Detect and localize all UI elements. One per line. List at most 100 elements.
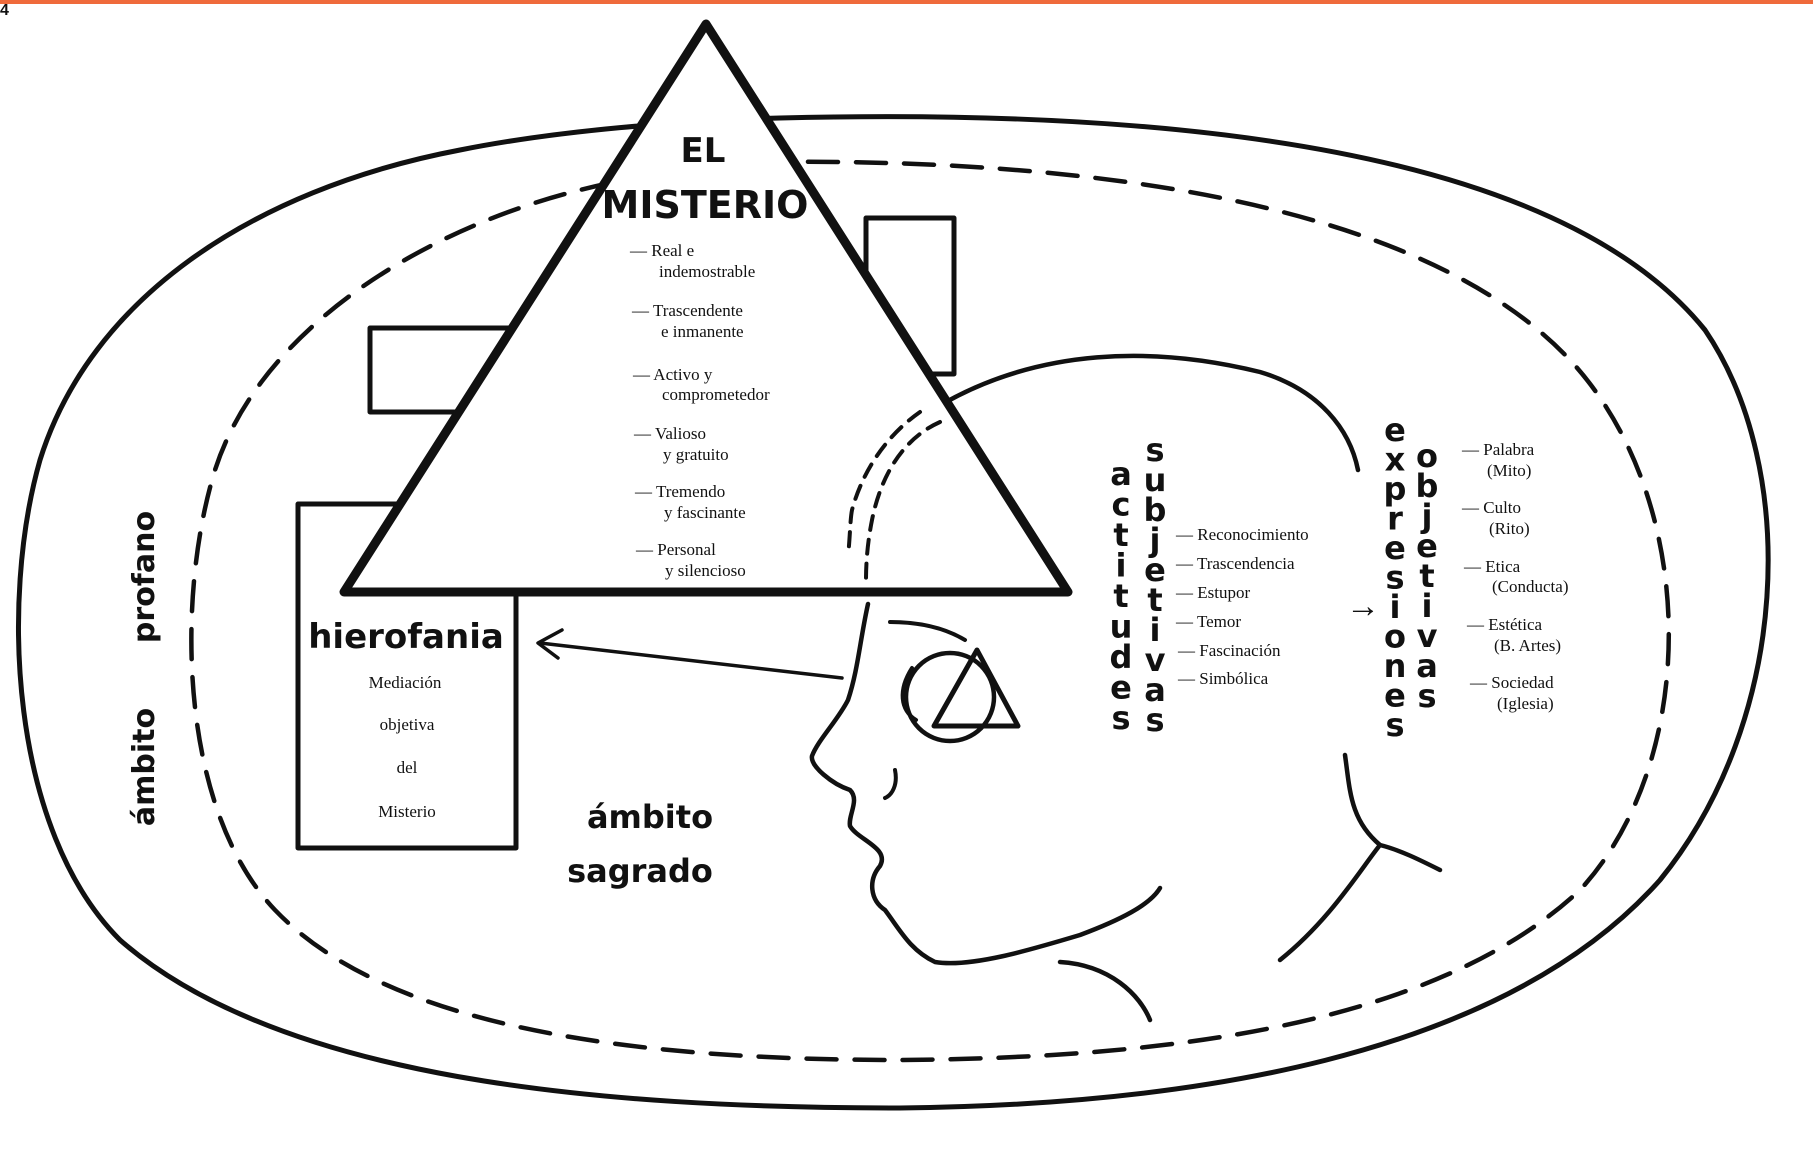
face-profile xyxy=(809,601,1163,966)
vertical-letter: s xyxy=(1145,701,1164,739)
vertical-letter: c xyxy=(1112,486,1131,524)
attitudes-list: — Reconocimiento — Trascendencia — Estup… xyxy=(1175,525,1309,688)
hierophany-line2: objetiva xyxy=(380,715,435,734)
vertical-letter: s xyxy=(1145,431,1164,469)
attr-5-line2: y fascinante xyxy=(664,503,746,522)
eye-circle xyxy=(903,650,997,744)
vertical-letter: u xyxy=(1144,461,1167,499)
eye-triangle xyxy=(931,647,1021,729)
inner-dashed-oval xyxy=(189,159,1671,1063)
vertical-letter: e xyxy=(1384,677,1406,715)
profane-label-word1: ámbito xyxy=(127,708,162,826)
attr-6-line1: — Personal xyxy=(635,540,716,559)
vertical-letter: s xyxy=(1385,706,1404,744)
gaze-arrow-line xyxy=(538,641,844,680)
vertical-letter: a xyxy=(1110,455,1132,493)
attr-6-line2: y silencioso xyxy=(665,561,746,580)
vertical-letter: i xyxy=(1150,611,1161,649)
mystery-triangle xyxy=(339,19,1073,597)
expression-item-line1: — Etica xyxy=(1463,557,1521,576)
vertical-letter: v xyxy=(1145,641,1166,679)
arrow-to-expressions: → xyxy=(1346,588,1380,625)
gaze-arrow-head xyxy=(536,628,564,660)
expression-item-line1: — Culto xyxy=(1461,498,1521,517)
hierophany-line4: Misterio xyxy=(378,802,436,821)
vertical-letter: j xyxy=(1148,521,1161,559)
vertical-letter: x xyxy=(1385,441,1406,479)
sacred-label-word1: ámbito xyxy=(587,798,713,836)
neck-line xyxy=(1377,842,1443,873)
skull-dashed-1 xyxy=(864,420,942,582)
hierophany-line1: Mediación xyxy=(369,673,442,692)
attr-3-line1: — Activo y xyxy=(632,365,713,384)
vertical-letter: e xyxy=(1384,529,1406,567)
attr-1-line1: — Real e xyxy=(629,241,694,260)
vertical-letter: s xyxy=(1111,699,1130,737)
vertical-letter: e xyxy=(1144,551,1166,589)
vertical-letter: t xyxy=(1113,516,1128,554)
vertical-letter: e xyxy=(1110,669,1132,707)
expression-item-line2: (Mito) xyxy=(1487,461,1531,480)
vertical-letter: d xyxy=(1110,638,1133,676)
mystery-title-line2: MISTERIO xyxy=(602,183,809,227)
neck-back xyxy=(1277,752,1383,963)
vertical-letter: b xyxy=(1416,467,1439,505)
vertical-letter: i xyxy=(1116,547,1127,585)
attr-5-line1: — Tremendo xyxy=(634,482,725,501)
attitude-item: — Reconocimiento xyxy=(1175,525,1309,544)
attr-1-line2: indemostrable xyxy=(659,262,755,281)
vertical-letter: o xyxy=(1416,437,1438,475)
expression-item-line1: — Sociedad xyxy=(1469,673,1554,692)
vertical-letter: i xyxy=(1390,588,1401,626)
attitude-item: — Fascinación xyxy=(1177,641,1281,660)
vertical-letter: s xyxy=(1417,677,1436,715)
sacred-label-word2: sagrado xyxy=(567,852,713,890)
mystery-attributes: — Real e indemostrable — Trascendente e … xyxy=(629,241,770,580)
attitude-item: — Estupor xyxy=(1175,583,1250,602)
mystery-title-line1: EL xyxy=(681,131,726,171)
attr-3-line2: comprometedor xyxy=(662,385,770,404)
vertical-letter: n xyxy=(1384,647,1407,685)
expressions-list: — Palabra (Mito) — Culto (Rito) — Etica … xyxy=(1461,440,1568,713)
attr-2-line1: — Trascendente xyxy=(631,301,743,320)
hierophany-line3: del xyxy=(397,758,418,777)
vertical-letter: t xyxy=(1147,581,1162,619)
vertical-letter: u xyxy=(1110,608,1133,646)
top-accent-bar xyxy=(0,0,1813,4)
vertical-letter: p xyxy=(1384,470,1407,508)
attitude-item: — Temor xyxy=(1175,612,1241,631)
expression-item-line2: (Conducta) xyxy=(1492,577,1568,596)
vertical-letter: b xyxy=(1144,491,1167,529)
vertical-letter: e xyxy=(1416,527,1438,565)
skull-dashed-2 xyxy=(846,410,922,557)
page-number: 4 xyxy=(0,2,9,19)
vertical-letter: j xyxy=(1420,497,1433,535)
shoulder xyxy=(1057,959,1153,1023)
vertical-letter: o xyxy=(1384,618,1406,656)
vertical-letter: s xyxy=(1385,559,1404,597)
profane-label-word2: profano xyxy=(127,511,162,643)
expression-item-line2: (B. Artes) xyxy=(1494,636,1561,655)
head-profile xyxy=(943,353,1361,473)
vertical-letter: i xyxy=(1422,587,1433,625)
vertical-letter: r xyxy=(1387,500,1403,538)
attr-4-line1: — Valioso xyxy=(633,424,706,443)
vertical-letter: e xyxy=(1384,411,1406,449)
attr-4-line2: y gratuito xyxy=(663,445,729,464)
outer-oval xyxy=(16,114,1771,1111)
brow xyxy=(888,620,967,642)
vertical-letter: a xyxy=(1144,671,1166,709)
attitude-item: — Simbólica xyxy=(1177,669,1269,688)
eye-lid xyxy=(900,666,918,722)
mystery-triangle-fill xyxy=(344,24,1068,592)
hierophany-title: hierofania xyxy=(308,617,504,657)
expression-item-line1: — Palabra xyxy=(1461,440,1535,459)
expression-item-line1: — Estética xyxy=(1466,615,1543,634)
attr-2-line2: e inmanente xyxy=(661,322,744,341)
expression-item-line2: (Rito) xyxy=(1489,519,1530,538)
